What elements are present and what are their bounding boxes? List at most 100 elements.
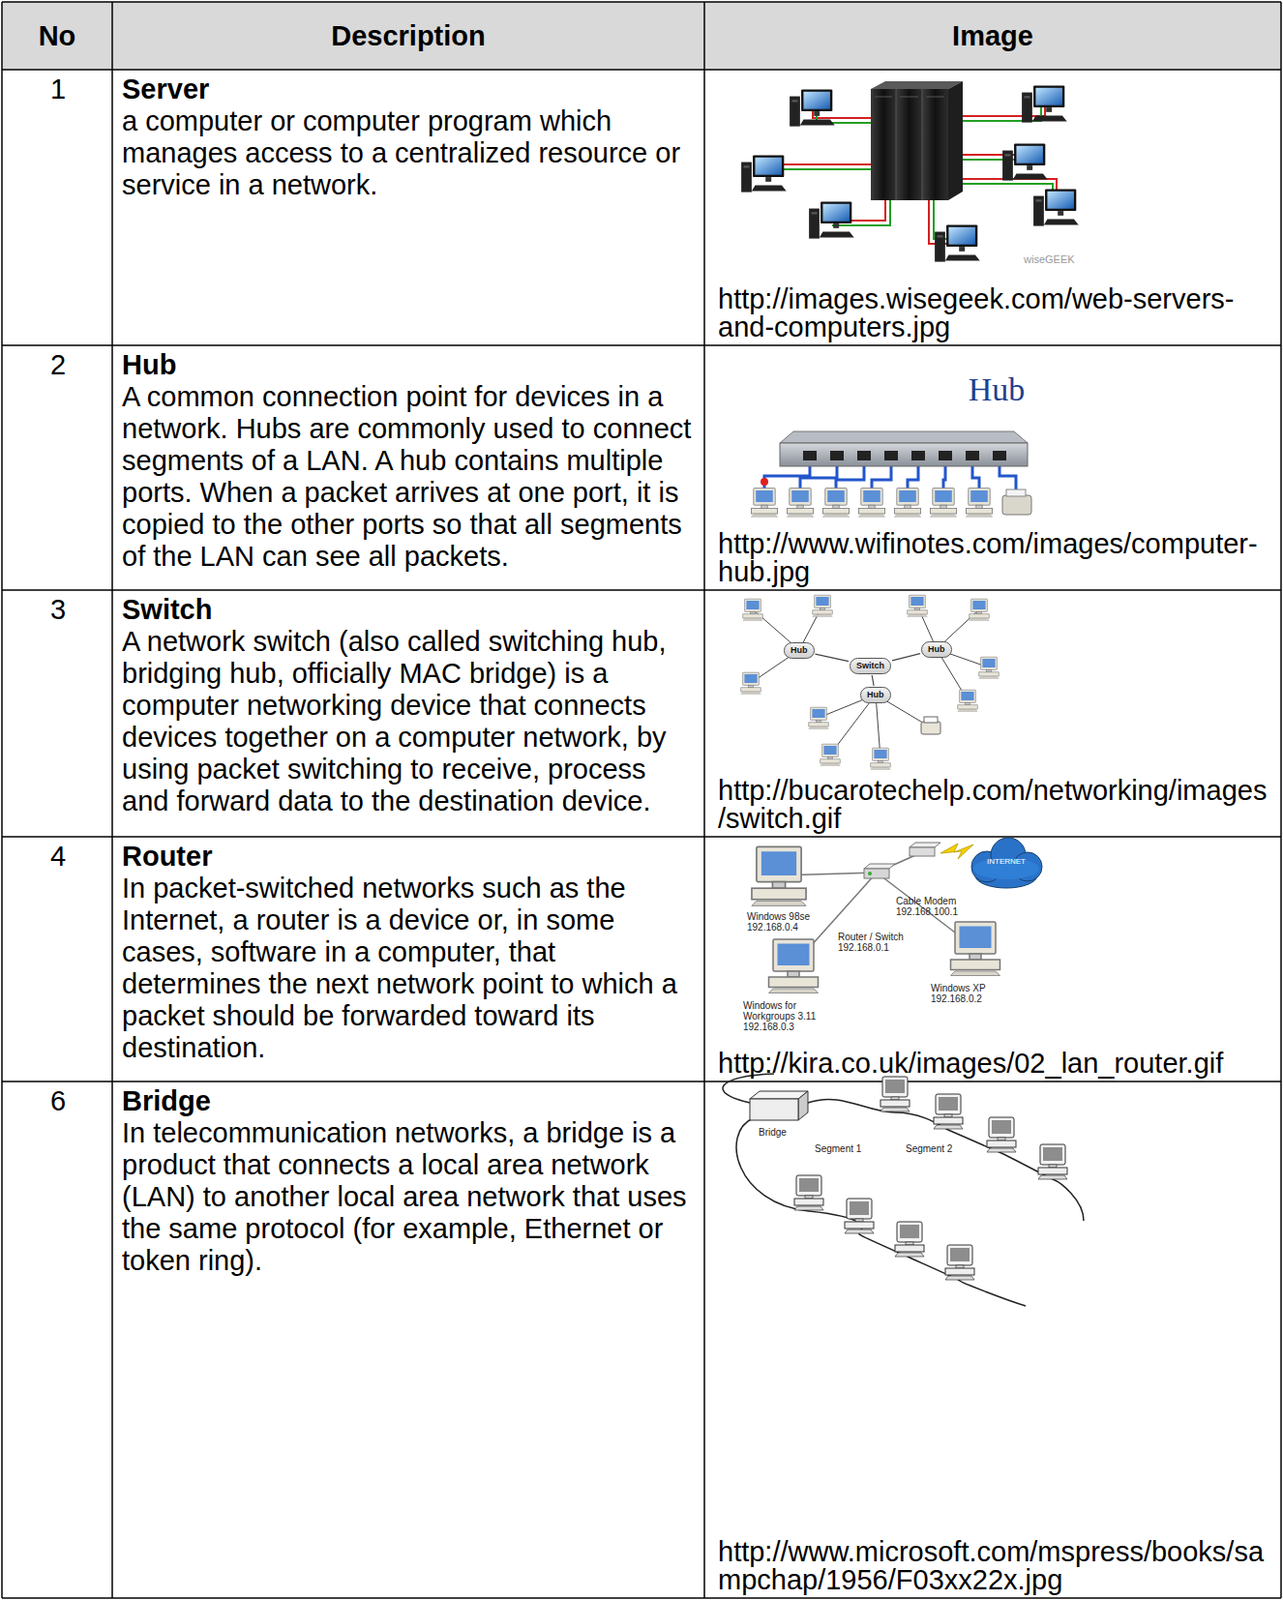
network-link — [892, 654, 921, 661]
router-illustration — [864, 868, 890, 879]
bridge-illustration — [880, 1076, 910, 1112]
image-label: Windows 98se — [746, 911, 835, 923]
image-label: Windows XP — [930, 983, 1009, 994]
table-cell: RouterIn packet-switched networks such a… — [112, 836, 705, 1082]
row-number: 6 — [11, 1085, 105, 1118]
term-title: Bridge — [121, 1085, 697, 1118]
row-number: 2 — [11, 349, 105, 382]
definition-text: a computer or computer program which man… — [121, 105, 697, 202]
table-grid — [1, 835, 1282, 838]
term-title: Switch — [121, 594, 697, 627]
table-cell: http://kira.co.uk/images/02_lan_router.g… — [704, 836, 1282, 1082]
server-illustration — [1021, 85, 1068, 122]
server-illustration — [895, 89, 897, 201]
switch-illustration — [812, 595, 833, 617]
hub-illustration — [871, 464, 892, 489]
image-label: Segment 1 — [814, 1143, 873, 1155]
hub-illustration — [938, 450, 953, 461]
bridge-illustration — [798, 1091, 808, 1121]
server-illustration — [934, 224, 981, 262]
hub-illustration — [907, 464, 919, 489]
term-title: Hub — [121, 349, 697, 382]
hub-illustration — [911, 450, 925, 461]
switch-illustration — [743, 598, 763, 621]
router-illustration — [769, 939, 819, 994]
image-label: 192.168.0.3 — [743, 1021, 827, 1033]
row-number: 1 — [11, 73, 105, 106]
row-number: 3 — [11, 594, 105, 627]
watermark: wiseGEEK — [1023, 253, 1092, 266]
hub-illustration — [835, 464, 865, 489]
switch-illustration — [979, 656, 999, 679]
hub-illustration — [992, 450, 1007, 461]
table-grid — [1, 68, 1282, 71]
server-illustration — [1002, 143, 1048, 180]
image-label: 192.168.0.4 — [746, 922, 835, 933]
table-cell: http://www.microsoft.com/mspress/books/s… — [704, 1081, 1282, 1599]
term-title: Server — [121, 73, 697, 106]
table-grid — [1, 1597, 1282, 1600]
table-cell: Image — [704, 1, 1282, 70]
switch-illustration — [957, 689, 978, 712]
hub-illustration — [822, 488, 849, 518]
header-cell: No — [38, 20, 77, 53]
image-url: http://www.wifinotes.com/images/computer… — [717, 530, 1274, 587]
image-label: Router / Switch — [837, 931, 925, 943]
table-grid — [1, 1, 1282, 70]
bridge-illustration — [1038, 1144, 1068, 1180]
server-illustration — [948, 81, 963, 201]
image-label: Cable Modem — [895, 895, 974, 907]
table-cell: No — [1, 1, 113, 70]
node-label: Switch — [856, 660, 885, 672]
router-illustration — [909, 842, 941, 848]
bridge-illustration — [986, 1117, 1016, 1153]
network-link — [871, 675, 874, 687]
table-cell: http://www.wifinotes.com/images/computer… — [704, 345, 1282, 591]
hub-illustration — [1002, 495, 1032, 515]
hub-illustration — [803, 450, 817, 461]
server-illustration — [789, 89, 836, 126]
table-cell: 3 — [1, 590, 113, 837]
server-illustration — [741, 154, 787, 192]
table-grid — [1, 589, 1282, 592]
switch-illustration — [741, 672, 761, 694]
switch-illustration — [870, 747, 891, 770]
table-cell: http://bucarotechelp.com/networking/imag… — [704, 590, 1282, 837]
table-grid — [111, 1, 114, 1599]
server-illustration — [874, 96, 893, 98]
network-node: Switch — [849, 657, 892, 675]
switch-illustration — [924, 716, 938, 723]
server-illustration — [922, 89, 924, 201]
hub-illustration — [800, 464, 837, 489]
table-cell: HubA common connection point for devices… — [112, 345, 705, 591]
table-grid — [1, 0, 1282, 3]
hub-illustration — [1006, 489, 1026, 497]
server-illustration — [895, 89, 923, 201]
bridge-illustration — [895, 1222, 925, 1257]
switch-illustration — [741, 595, 999, 770]
table-grid — [1280, 1, 1283, 1599]
definition-text: In packet-switched networks such as the … — [121, 872, 697, 1065]
hub-illustration — [750, 431, 1032, 517]
hub-illustration — [929, 488, 956, 518]
node-label: Hub — [866, 689, 885, 701]
server-illustration — [870, 81, 963, 90]
switch-illustration — [969, 598, 989, 621]
switch-illustration — [808, 707, 829, 729]
image-url: http://kira.co.uk/images/02_lan_router.g… — [717, 1049, 1274, 1078]
header-cell: Image — [952, 20, 1034, 53]
table-cell: http://images.wisegeek.com/web-servers-a… — [704, 69, 1282, 346]
server-illustration — [1033, 188, 1079, 226]
server-illustration — [899, 96, 919, 98]
network-node: Hub — [783, 642, 815, 659]
router-illustration — [864, 864, 896, 869]
image-label: 192.168.0.1 — [837, 942, 925, 954]
hub-illustration — [894, 488, 921, 518]
image-label: Segment 2 — [905, 1143, 964, 1155]
header-cell: Description — [330, 20, 486, 53]
network-link — [815, 654, 850, 661]
hub-illustration — [965, 450, 980, 461]
